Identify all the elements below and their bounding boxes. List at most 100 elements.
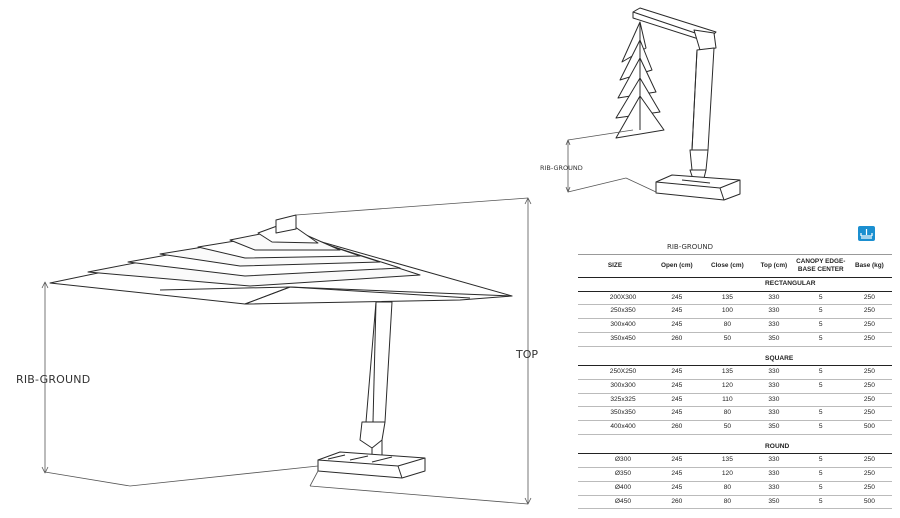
table-cell: 5 [794, 453, 847, 469]
table-cell: 250 [846, 291, 892, 306]
table-cell: 330 [753, 406, 795, 422]
rib-ground-label-small: RIB-GROUND [540, 164, 583, 172]
header-close: Close (cm) [701, 254, 754, 278]
table-cell: 250 [846, 406, 892, 422]
top-label: TOP [516, 348, 539, 361]
header-size: SIZE [578, 254, 652, 278]
table-cell: 245 [652, 406, 702, 422]
table-cell: 5 [794, 332, 847, 347]
table-cell: 260 [652, 495, 702, 510]
section-title-row: SQUARE [578, 352, 892, 367]
table-cell: 250 [846, 304, 892, 320]
section-title: ROUND [753, 440, 892, 455]
table-cell: 330 [753, 318, 795, 333]
table-cell: 245 [652, 365, 702, 380]
table-cell [794, 393, 847, 408]
table-cell: Ø400 [578, 481, 652, 496]
table-cell: 135 [701, 453, 754, 469]
header-base: Base (kg) [846, 254, 892, 278]
table-cell: 5 [794, 291, 847, 306]
table-cell: 330 [753, 379, 795, 394]
table-cell: 260 [652, 332, 702, 347]
table-cell: 80 [701, 481, 754, 496]
table-cell: 5 [794, 481, 847, 496]
table-cell: 5 [794, 495, 847, 510]
table-cell: 330 [753, 291, 795, 306]
table-cell: 350 [753, 495, 795, 510]
header-canopy-edge: CANOPY EDGE-BASE CENTER [794, 254, 847, 278]
small-closed-umbrella [615, 7, 741, 201]
table-cell: 110 [701, 393, 754, 408]
rib-ground-label-large: RIB-GROUND [16, 373, 91, 386]
table-cell: 5 [794, 406, 847, 422]
table-cell: 250 [846, 467, 892, 482]
table-cell: 330 [753, 365, 795, 380]
table-cell: 250 [846, 481, 892, 496]
section-title: SQUARE [753, 352, 892, 367]
table-cell: 5 [794, 365, 847, 380]
header-top: Top (cm) [753, 254, 795, 278]
table-cell: 245 [652, 379, 702, 394]
table-cell: 250 [846, 332, 892, 347]
table-cell: 50 [701, 420, 754, 435]
table-cell: 5 [794, 420, 847, 435]
table-cell: 120 [701, 467, 754, 482]
table-cell: 350x450 [578, 332, 652, 347]
table-cell: 120 [701, 379, 754, 394]
table-cell: 350x350 [578, 406, 652, 422]
table-cell: 245 [652, 467, 702, 482]
table-cell: 250X250 [578, 365, 652, 380]
table-cell: 245 [652, 304, 702, 320]
table-cell: 80 [701, 318, 754, 333]
small-dimension-lines [565, 129, 657, 193]
table-cell: 350 [753, 420, 795, 435]
table-cell: 300x300 [578, 379, 652, 394]
table-cell: 245 [652, 318, 702, 333]
section-title: RECTANGULAR [753, 277, 892, 292]
table-cell: 330 [753, 467, 795, 482]
table-cell: 245 [652, 393, 702, 408]
table-cell: 80 [701, 495, 754, 510]
table-cell: Ø450 [578, 495, 652, 510]
rib-ground-label-table: RIB-GROUND [667, 243, 714, 251]
table-cell: 5 [794, 467, 847, 482]
table-cell: 5 [794, 304, 847, 320]
large-umbrella-canopy [49, 197, 529, 305]
table-cell: 260 [652, 420, 702, 435]
table-cell: 400x400 [578, 420, 652, 435]
table-cell: 330 [753, 481, 795, 496]
table-cell: 330 [753, 304, 795, 320]
table-cell: Ø300 [578, 453, 652, 469]
table-cell: 325x325 [578, 393, 652, 408]
table-cell: 250 [846, 318, 892, 333]
table-cell: 330 [753, 393, 795, 408]
large-umbrella-base [317, 451, 426, 479]
table-cell: 245 [652, 453, 702, 469]
anchor-base-icon [858, 226, 875, 241]
table-cell: 100 [701, 304, 754, 320]
table-cell: 500 [846, 495, 892, 510]
table-cell: 330 [753, 453, 795, 469]
table-cell: 300x400 [578, 318, 652, 333]
table-cell: 135 [701, 365, 754, 380]
table-header-row: SIZE Open (cm) Close (cm) Top (cm) CANOP… [578, 254, 892, 278]
table-cell: 250 [846, 365, 892, 380]
table-cell: 80 [701, 406, 754, 422]
table-cell: 5 [794, 318, 847, 333]
table-cell: 250 [846, 379, 892, 394]
table-cell: 250 [846, 453, 892, 469]
table-cell: 350 [753, 332, 795, 347]
section-title-row: RECTANGULAR [578, 277, 892, 292]
table-cell: 250 [846, 393, 892, 408]
